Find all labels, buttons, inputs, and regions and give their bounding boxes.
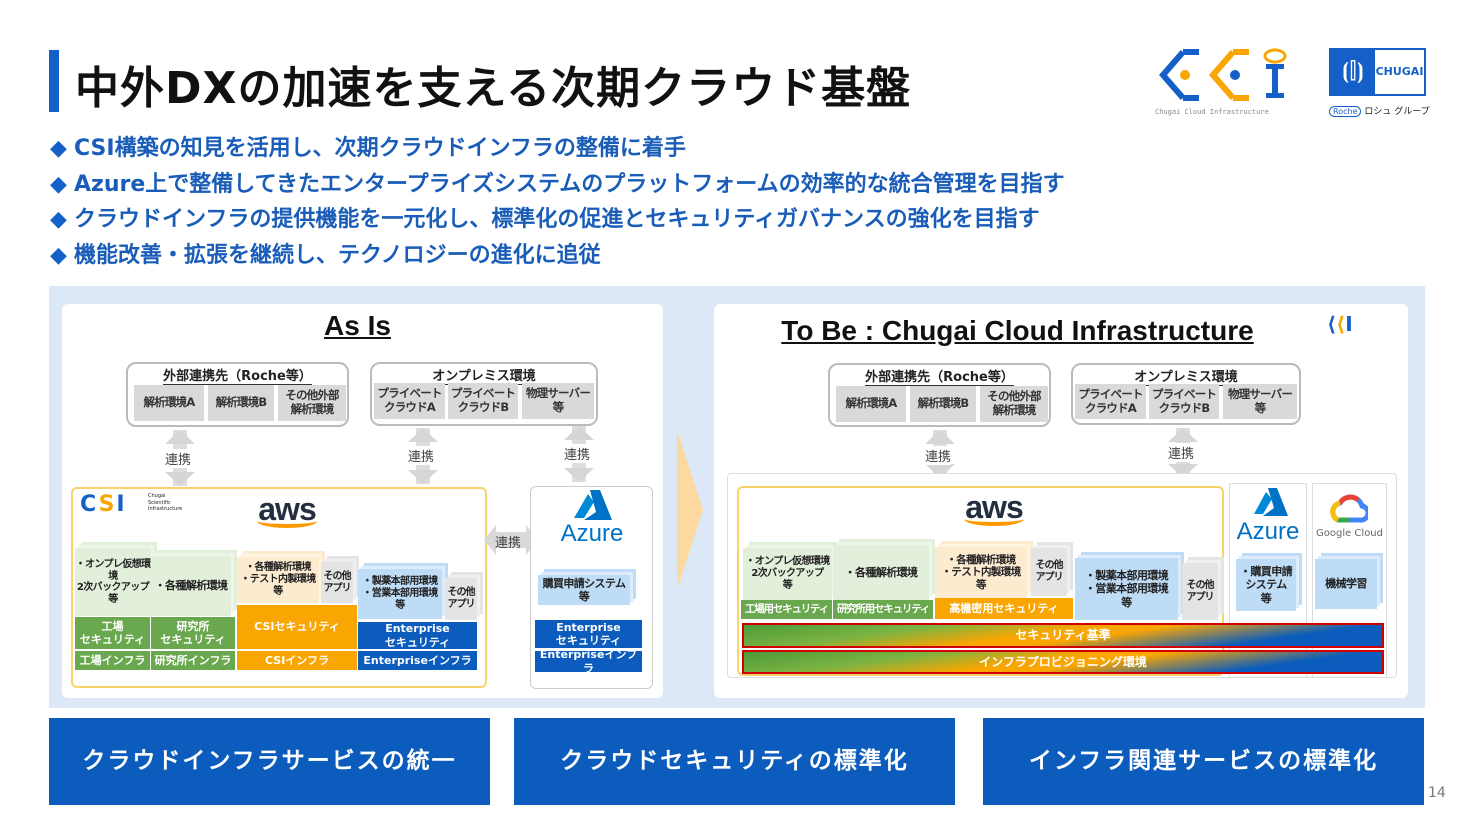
infra-layer: 工場インフラ <box>75 651 150 672</box>
link-label: 連携 <box>408 446 435 465</box>
security-layer: Enterprise セキュリティ <box>535 620 642 650</box>
bullet-2: ◆Azure上で整備してきたエンタープライズシステムのプラットフォームの効率的な… <box>50 172 1065 197</box>
app-stack: 購買申請システム 等 <box>538 575 630 605</box>
env-box: プライベート クラウドB <box>1149 384 1219 419</box>
diamond-icon: ◆ <box>50 172 67 197</box>
as-is-title: As Is <box>324 310 391 342</box>
azure-logo-icon <box>574 490 612 524</box>
google-cloud-box <box>1312 483 1387 678</box>
app-stack: ・各種解析環境 <box>151 556 231 616</box>
infra-layer: 研究所インフラ <box>151 651 235 672</box>
infra-layer: Enterpriseインフラ <box>535 648 642 675</box>
azure-logo-icon <box>1254 488 1288 520</box>
cloud-security-standardization-banner: クラウドセキュリティの標準化 <box>514 718 955 805</box>
azure-label: Azure <box>1236 518 1300 545</box>
roche-group-text: ロシュ グループ <box>1364 107 1430 117</box>
env-box: 解析環境A <box>836 386 906 422</box>
diamond-icon: ◆ <box>50 136 67 161</box>
env-box: 解析環境A <box>134 385 204 421</box>
external-partners-box: 外部連携先（Roche等） 解析環境A 解析環境B その他外部 解析環境 <box>828 363 1051 427</box>
env-box: 解析環境B <box>208 385 274 421</box>
security-layer: 研究所 セキュリティ <box>151 617 235 651</box>
app-stack: その他 アプリ <box>321 562 353 603</box>
azure-label: Azure <box>560 520 624 547</box>
link-label: 連携 <box>495 536 522 551</box>
security-layer: 研究所用セキュリティ <box>833 600 933 621</box>
chugai-logo: ⦗⫿⦘ CHUGAI <box>1329 48 1426 96</box>
env-box: 物理サーバー 等 <box>1223 384 1297 419</box>
app-stack: ・各種解析環境 ・テスト内製環境 等 <box>935 547 1027 598</box>
chugai-emblem-icon: ⦗⫿⦘ <box>1331 50 1375 94</box>
env-box: その他外部 解析環境 <box>278 385 346 421</box>
on-premise-box: オンプレミス環境 プライベート クラウドA プライベート クラウドB 物理サーバ… <box>1071 363 1301 425</box>
security-layer: 高機密用セキュリティ <box>935 598 1073 621</box>
roche-logo: Roche <box>1329 106 1362 117</box>
bullet-4: ◆機能改善・拡張を継続し、テクノロジーの進化に追従 <box>50 243 601 268</box>
title-accent-bar <box>49 50 59 112</box>
infra-services-standardization-banner: インフラ関連サービスの標準化 <box>983 718 1424 805</box>
infra-layer: CSIインフラ <box>237 651 357 672</box>
security-layer: CSIセキュリティ <box>237 605 357 651</box>
link-label: 連携 <box>564 444 591 463</box>
app-stack: 機械学習 <box>1315 559 1377 609</box>
roche-group-label: Roche ロシュ グループ <box>1329 104 1430 117</box>
env-box: 解析環境B <box>910 386 976 422</box>
env-box: 物理サーバー 等 <box>522 383 594 419</box>
app-stack: ・オンプレ仮想環境 2次バックアップ 等 <box>75 548 151 616</box>
app-stack: ・各種解析環境 <box>833 545 929 600</box>
diamond-icon: ◆ <box>50 243 67 268</box>
aws-csi-box <box>71 487 487 688</box>
page-title: 中外DXの加速を支える次期クラウド基盤 <box>75 63 912 114</box>
external-partners-box: 外部連携先（Roche等） 解析環境A 解析環境B その他外部 解析環境 <box>126 362 349 427</box>
app-stack: ・オンプレ仮想環境 2次バックアップ 等 <box>743 548 832 600</box>
transition-arrow <box>677 430 703 594</box>
csi-logo: CSI <box>80 492 127 517</box>
link-label: 連携 <box>925 446 952 465</box>
cci-logo: Chugai Cloud Infrastructure <box>1155 46 1290 116</box>
azure-box <box>1229 483 1307 678</box>
chugai-logo-text: CHUGAI <box>1375 65 1424 79</box>
google-cloud-label: Google Cloud <box>1315 528 1383 539</box>
env-box: プライベート クラウドA <box>1075 384 1146 419</box>
page-number: 14 <box>1428 785 1446 801</box>
security-layer: Enterprise セキュリティ <box>358 622 477 651</box>
csi-logo-subtitle: Chugai Scientific Infrastructure <box>148 493 183 512</box>
env-box: プライベート クラウドA <box>374 383 445 419</box>
cci-logo-subtitle: Chugai Cloud Infrastructure <box>1155 108 1269 116</box>
security-standard-layer: セキュリティ基準 <box>742 623 1384 648</box>
app-stack: その他 アプリ <box>1031 548 1067 596</box>
infra-provisioning-layer: インフラプロビジョニング環境 <box>742 650 1384 674</box>
app-stack: ・製薬本部用環境 ・営業本部用環境 等 <box>1075 558 1178 620</box>
link-label: 連携 <box>1168 443 1195 462</box>
unify-cloud-services-banner: クラウドインフラサービスの統一 <box>49 718 490 805</box>
infra-layer: Enterpriseインフラ <box>358 651 477 672</box>
link-label: 連携 <box>165 449 192 468</box>
diamond-icon: ◆ <box>50 207 67 232</box>
aws-logo: aws <box>257 491 317 529</box>
env-box: その他外部 解析環境 <box>980 386 1048 422</box>
link-arrow-horizontal <box>484 525 538 555</box>
env-box: プライベート クラウドB <box>448 383 518 419</box>
app-stack: その他 アプリ <box>445 578 477 620</box>
security-layer: 工場用セキュリティ <box>741 600 832 621</box>
app-stack: ・製薬本部用環境 ・営業本部用環境 等 <box>358 569 442 619</box>
app-stack: ・購買申請 システム 等 <box>1236 559 1296 611</box>
bullet-3: ◆クラウドインフラの提供機能を一元化し、標準化の促進とセキュリティガバナンスの強… <box>50 207 1040 232</box>
aws-logo: aws <box>964 489 1024 527</box>
app-stack: その他 アプリ <box>1182 563 1218 620</box>
to-be-title: To Be : Chugai Cloud Infrastructure <box>781 315 1254 347</box>
on-premise-box: オンプレミス環境 プライベート クラウドA プライベート クラウドB 物理サーバ… <box>370 362 598 426</box>
cci-small-logo: ⟨⟨I <box>1327 312 1353 336</box>
aws-box <box>737 486 1224 676</box>
bullet-1: ◆CSI構築の知見を活用し、次期クラウドインフラの整備に着手 <box>50 136 686 161</box>
google-cloud-logo-icon <box>1330 492 1371 528</box>
security-layer: 工場 セキュリティ <box>75 617 150 651</box>
app-stack: ・各種解析環境 ・テスト内製環境 等 <box>237 557 319 603</box>
